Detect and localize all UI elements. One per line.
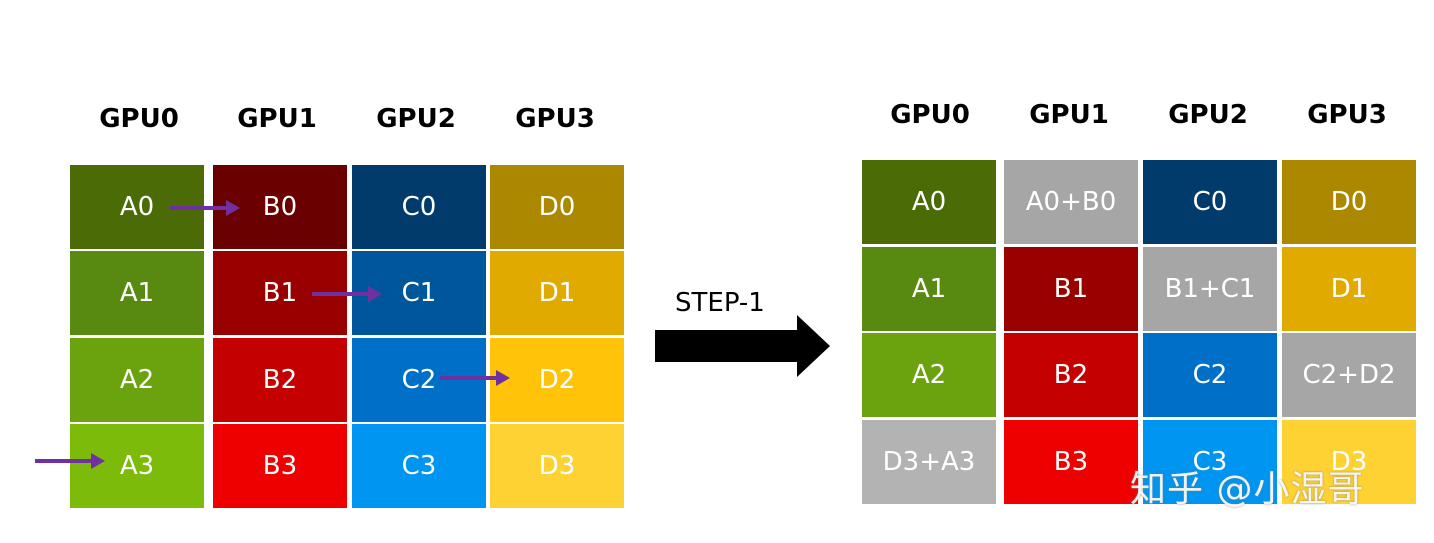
right-cell-a0-plus-b0: A0+B0 [1004, 160, 1138, 244]
left-header-gpu2: GPU2 [376, 104, 456, 134]
left-cell-a2: A2 [70, 338, 204, 422]
watermark: 知乎 @小湿哥 [1130, 469, 1365, 510]
right-cell-b1-plus-c1: B1+C1 [1143, 247, 1277, 331]
right-cell-d1: D1 [1282, 247, 1416, 331]
left-cell-c2: C2 [352, 338, 486, 422]
left-cell-d2: D2 [490, 338, 624, 422]
right-cell-b2: B2 [1004, 333, 1138, 417]
right-cell-c2: C2 [1143, 333, 1277, 417]
right-header-gpu3: GPU3 [1307, 100, 1387, 130]
right-cell-a0: A0 [862, 160, 996, 244]
right-header-gpu2: GPU2 [1168, 100, 1248, 130]
right-cell-b1: B1 [1004, 247, 1138, 331]
right-cell-d0: D0 [1282, 160, 1416, 244]
right-cell-c3: C3 [1143, 420, 1277, 504]
right-cell-d3: D3 [1282, 420, 1416, 504]
right-header-gpu0: GPU0 [890, 100, 970, 130]
left-cell-c3: C3 [352, 424, 486, 508]
left-header-gpu1: GPU1 [237, 104, 317, 134]
transfer-arrow-d3-a3 [35, 453, 105, 469]
step-arrow-icon [655, 315, 830, 377]
right-cell-a1: A1 [862, 247, 996, 331]
step-label: STEP-1 [675, 288, 765, 318]
left-cell-a1: A1 [70, 251, 204, 335]
left-cell-b3: B3 [213, 424, 347, 508]
left-header-gpu3: GPU3 [515, 104, 595, 134]
transfer-arrow-a0-b0 [170, 200, 240, 216]
left-cell-b2: B2 [213, 338, 347, 422]
right-header-gpu1: GPU1 [1029, 100, 1109, 130]
right-cell-c2-plus-d2: C2+D2 [1282, 333, 1416, 417]
right-cell-d3-plus-a3: D3+A3 [862, 420, 996, 504]
left-header-gpu0: GPU0 [99, 104, 179, 134]
left-cell-d1: D1 [490, 251, 624, 335]
left-cell-d3: D3 [490, 424, 624, 508]
right-cell-c0: C0 [1143, 160, 1277, 244]
transfer-arrow-b1-c1 [312, 286, 382, 302]
left-cell-a3: A3 [70, 424, 204, 508]
transfer-arrow-c2-d2 [440, 370, 510, 386]
right-cell-b3: B3 [1004, 420, 1138, 504]
left-cell-c0: C0 [352, 165, 486, 249]
left-cell-d0: D0 [490, 165, 624, 249]
right-cell-a2: A2 [862, 333, 996, 417]
